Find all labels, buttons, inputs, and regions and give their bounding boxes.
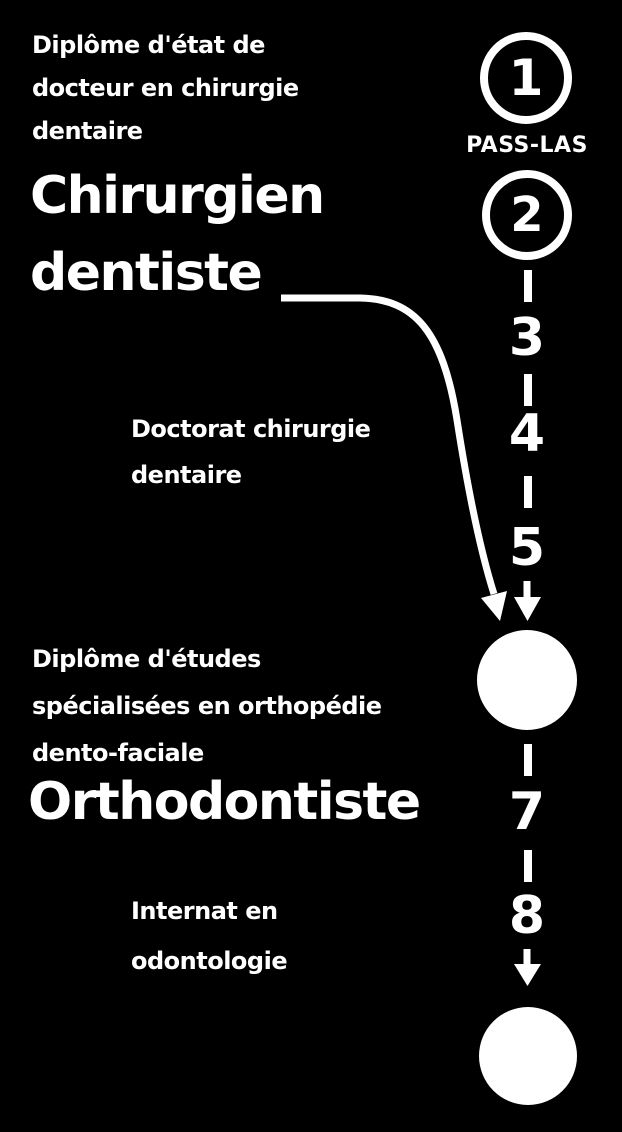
internship-label-line1: Internat en	[131, 897, 278, 925]
step-circle-1: 1	[480, 32, 572, 124]
dentist-title-line1: Chirurgien	[30, 166, 325, 226]
dentist-diploma-line1: Diplôme d'état de	[32, 31, 265, 59]
orthodontist-diploma-line2: spécialisées en orthopédie	[32, 692, 382, 720]
orthodontist-diploma-line1: Diplôme d'études	[32, 645, 261, 673]
dentist-diploma-line2: docteur en chirurgie	[32, 74, 299, 102]
doctorate-label-line1: Doctorat chirurgie	[131, 415, 371, 443]
step-2-number: 2	[510, 187, 544, 243]
step-circle-2: 2	[482, 170, 572, 260]
timeline-dash	[524, 270, 532, 302]
pass-las-caption: PASS-LAS	[466, 133, 588, 158]
timeline-arrow-bottom-icon	[514, 949, 541, 986]
dentist-diploma-label: Diplôme d'état de docteur en chirurgie d…	[32, 24, 299, 153]
timeline-arrow-mid-icon	[514, 581, 541, 621]
milestone-circle-orthodontist	[479, 1007, 577, 1105]
step-8-number: 8	[508, 886, 546, 946]
doctorate-label-line2: dentaire	[131, 461, 242, 489]
timeline-dash	[524, 744, 532, 776]
step-4-number: 4	[508, 404, 546, 464]
timeline-dash	[524, 476, 532, 508]
step-3-number: 3	[508, 308, 546, 368]
step-5-number: 5	[508, 518, 546, 578]
dentist-title-line2: dentiste	[30, 243, 263, 303]
dentist-diploma-line3: dentaire	[32, 117, 143, 145]
orthodontist-title: Orthodontiste	[28, 772, 421, 832]
orthodontist-diploma-label: Diplôme d'études spécialisées en orthopé…	[32, 636, 382, 777]
timeline-dash	[524, 850, 532, 882]
milestone-circle-doctorate	[477, 630, 577, 730]
internship-label: Internat en odontologie	[131, 886, 288, 986]
internship-label-line2: odontologie	[131, 947, 288, 975]
orthodontist-diploma-line3: dento-faciale	[32, 739, 204, 767]
dentist-title: Chirurgien dentiste	[30, 158, 325, 312]
doctorate-label: Doctorat chirurgie dentaire	[131, 406, 371, 498]
step-7-number: 7	[508, 782, 546, 842]
timeline-dash	[524, 374, 532, 406]
step-1-number: 1	[508, 49, 544, 107]
